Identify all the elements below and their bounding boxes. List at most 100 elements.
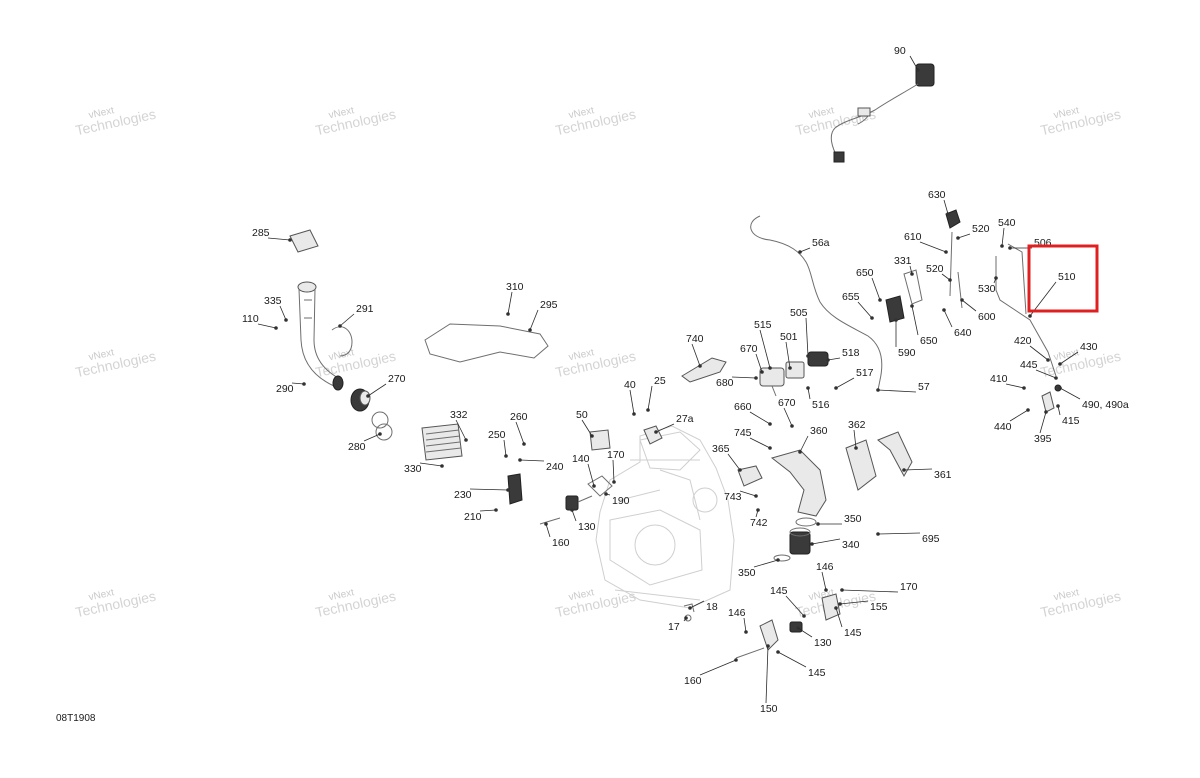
leader-line [587,463,595,487]
part-cable-510 [995,256,1057,377]
callout-label[interactable]: 520 [972,223,990,235]
callout-label[interactable]: 420 [1014,335,1032,347]
callout-label[interactable]: 510 [1058,271,1076,283]
callout-label[interactable]: 146 [816,561,834,573]
callout-label[interactable]: 56a [812,237,830,249]
callout-label[interactable]: 150 [760,703,778,715]
callout-label[interactable]: 130 [814,637,832,649]
callout-label[interactable]: 18 [706,601,718,613]
callout-label[interactable]: 430 [1080,341,1098,353]
callout-label[interactable]: 520 [926,263,944,275]
callout-label[interactable]: 335 [264,295,282,307]
callout-label[interactable]: 365 [712,443,730,455]
callout-label[interactable]: 210 [464,511,482,523]
callout-label[interactable]: 516 [812,399,830,411]
callout-label[interactable]: 230 [454,489,472,501]
callout-label[interactable]: 670 [740,343,758,355]
callout-label[interactable]: 330 [404,463,422,475]
svg-text:vNext: vNext [328,105,356,121]
callout-label[interactable]: 410 [990,373,1008,385]
callout-label[interactable]: 270 [388,373,406,385]
callout-label[interactable]: 160 [552,537,570,549]
callout-label[interactable]: 190 [612,495,630,507]
callout-label[interactable]: 361 [934,469,952,481]
callout-label[interactable]: 260 [510,411,528,423]
callout-label[interactable]: 155 [870,601,888,613]
callout-label[interactable]: 17 [668,621,680,633]
callout-label[interactable]: 415 [1062,415,1080,427]
callout-label[interactable]: 505 [790,307,808,319]
callout-label[interactable]: 290 [276,383,294,395]
callout-label[interactable]: 170 [900,581,918,593]
callout-label[interactable]: 440 [994,421,1012,433]
leader-line [731,376,757,379]
callout-label[interactable]: 501 [780,331,798,343]
callout-label[interactable]: 332 [450,409,468,421]
callout-label[interactable]: 395 [1034,433,1052,445]
callout-label[interactable]: 145 [808,667,826,679]
callout-label[interactable]: 445 [1020,359,1038,371]
callout-label[interactable]: 50 [576,409,588,421]
callout-label[interactable]: 350 [738,567,756,579]
callout-label[interactable]: 515 [754,319,772,331]
callout-label[interactable]: 280 [348,441,366,453]
leader-line [1057,405,1061,416]
callout-label[interactable]: 362 [848,419,866,431]
callout-label[interactable]: 695 [922,533,940,545]
callout-label[interactable]: 590 [898,347,916,359]
callout-label[interactable]: 745 [734,427,752,439]
callout-label[interactable]: 340 [842,539,860,551]
callout-label[interactable]: 240 [546,461,564,473]
callout-label[interactable]: 517 [856,367,874,379]
callout-label[interactable]: 680 [716,377,734,389]
callout-label[interactable]: 650 [856,267,874,279]
callout-label[interactable]: 110 [242,313,259,325]
svg-text:vNext: vNext [1053,347,1081,363]
callout-label[interactable]: 660 [734,401,752,413]
part-clamp-350b [773,554,791,562]
leader-line [469,488,509,491]
leader-line [683,617,687,622]
callout-label[interactable]: 57 [918,381,930,393]
callout-label[interactable]: 650 [920,335,938,347]
callout-label[interactable]: 350 [844,513,862,525]
callout-label[interactable]: 170 [607,449,625,461]
callout-label[interactable]: 160 [684,675,702,687]
callout-label[interactable]: 530 [978,283,996,295]
leader-line [799,247,811,253]
callout-label[interactable]: 27a [676,413,694,425]
callout-label[interactable]: 146 [728,607,746,619]
callout-label[interactable]: 610 [904,231,922,243]
callout-label[interactable]: 600 [978,311,996,323]
callout-label[interactable]: 145 [844,627,862,639]
callout-label[interactable]: 145 [770,585,788,597]
callout-label[interactable]: 310 [506,281,524,293]
callout-label[interactable]: 130 [578,521,596,533]
leader-line [909,55,919,71]
callout-label[interactable]: 331 [894,255,912,267]
callout-label[interactable]: 742 [750,517,768,529]
leader-line [807,387,811,400]
callout-label[interactable]: 540 [998,217,1016,229]
callout-label[interactable]: 640 [954,327,972,339]
callout-label[interactable]: 90 [894,45,906,57]
callout-label[interactable]: 490, 490a [1082,399,1129,411]
callout-label[interactable]: 670 [778,397,796,409]
part-elbow-360 [770,449,827,517]
callout-label[interactable]: 740 [686,333,704,345]
callout-label[interactable]: 630 [928,189,946,201]
leader-line [689,600,705,609]
callout-label[interactable]: 518 [842,347,860,359]
callout-label[interactable]: 291 [356,303,374,315]
callout-label[interactable]: 250 [488,429,506,441]
leader-line [957,233,971,239]
callout-label[interactable]: 285 [252,227,270,239]
callout-label[interactable]: 25 [654,375,666,387]
callout-label[interactable]: 655 [842,291,860,303]
callout-label[interactable]: 40 [624,379,636,391]
callout-label[interactable]: 140 [572,453,590,465]
callout-label[interactable]: 295 [540,299,558,311]
callout-label[interactable]: 743 [724,491,742,503]
callout-label[interactable]: 360 [810,425,828,437]
